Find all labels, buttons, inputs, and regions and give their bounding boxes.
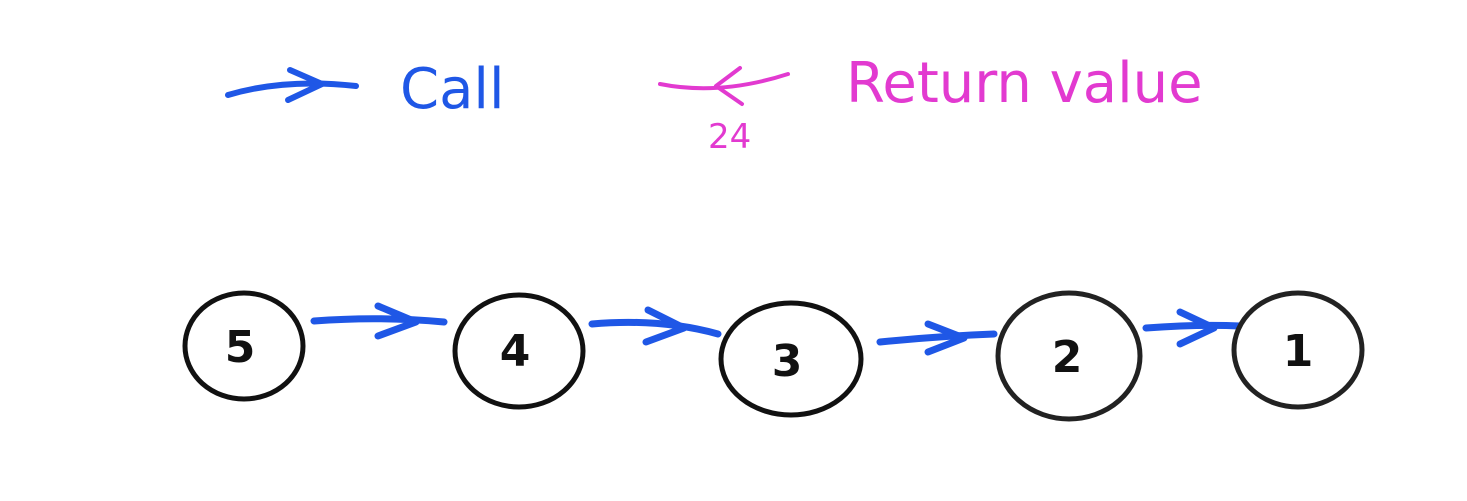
return-legend-example-value: 24 — [708, 117, 751, 157]
call-edge-4-to-3 — [588, 306, 722, 346]
node-label: 2 — [1052, 332, 1083, 383]
legend-call: Call — [225, 57, 505, 122]
node-label: 4 — [500, 326, 531, 377]
call-edge-3-to-2 — [876, 320, 998, 356]
return-legend-arrow — [658, 72, 790, 91]
node-1: 1 — [1231, 290, 1365, 410]
node-circle — [718, 300, 864, 418]
legend-return: 24 Return value — [658, 51, 1203, 157]
node-circle — [1231, 290, 1365, 410]
node-label: 5 — [225, 322, 256, 373]
return-legend-label: Return value — [846, 51, 1203, 116]
node-label: 3 — [772, 336, 803, 387]
node-circle — [182, 290, 306, 402]
node-circle — [995, 290, 1143, 422]
call-legend-arrowhead — [285, 67, 325, 103]
call-edge-line — [1142, 321, 1244, 332]
call-edge-line — [310, 315, 448, 326]
call-legend-arrow — [225, 80, 359, 98]
node-2: 2 — [995, 290, 1143, 422]
call-legend-label: Call — [400, 57, 505, 122]
call-edge-arrowhead — [924, 320, 968, 356]
call-edge-arrowhead — [1176, 308, 1218, 348]
node-label: 1 — [1283, 326, 1314, 377]
call-edge-line — [588, 318, 722, 338]
node-circle — [452, 292, 586, 410]
call-edge-line — [876, 330, 998, 346]
node-3: 3 — [718, 300, 864, 418]
call-nodes: 5 4 3 2 1 — [182, 290, 1365, 422]
call-edge-5-to-4 — [310, 302, 448, 340]
call-edge-2-to-1 — [1142, 308, 1244, 348]
call-edge-arrowhead — [374, 302, 420, 340]
node-5: 5 — [182, 290, 306, 402]
node-4: 4 — [452, 292, 586, 410]
call-edge-arrowhead — [642, 306, 688, 346]
call-edges — [310, 302, 1244, 356]
return-legend-arrowhead — [714, 66, 744, 106]
